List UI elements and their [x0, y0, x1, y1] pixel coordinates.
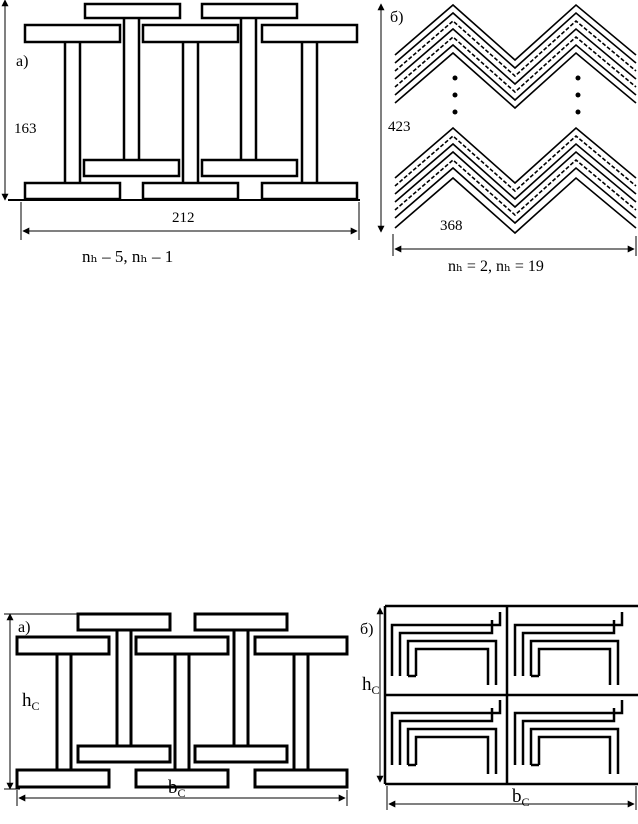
flange: [141, 181, 240, 201]
flange: [260, 23, 359, 44]
flange: [253, 635, 349, 656]
flange: [15, 635, 111, 656]
flange: [82, 158, 181, 178]
width-symbol-label: bC: [512, 786, 530, 809]
width-symbol-label: bC: [168, 777, 186, 800]
top-right-chevron-diagram: [394, 3, 637, 235]
height-value-label: 163: [14, 121, 37, 137]
height-symbol-label: hC: [362, 674, 380, 697]
panel-label-b: б): [390, 9, 403, 26]
flange: [200, 158, 299, 178]
flange: [193, 744, 289, 764]
bottom-right-dimensions: [376, 607, 637, 810]
width-value-label: 368: [440, 218, 463, 234]
top-right-dimensions: [377, 3, 637, 256]
bottom-right-channel-diagram: [383, 604, 638, 786]
bottom-left-ibeam-diagram: [15, 612, 349, 789]
continuation-dots: [452, 75, 581, 115]
panel-label-b: б): [360, 621, 373, 638]
top-left-ibeam-diagram: [8, 2, 360, 201]
width-value-label: 212: [172, 210, 195, 226]
height-value-label: 423: [388, 119, 411, 135]
flange: [200, 2, 299, 20]
flange: [134, 768, 230, 789]
top-left-dimensions: [1, 0, 360, 240]
height-symbol-label: hC: [22, 690, 40, 713]
flange: [141, 23, 240, 44]
flange: [134, 635, 230, 656]
panel-label-a: а): [18, 619, 30, 636]
flange: [193, 612, 289, 632]
top-left-caption: nₕ – 5, nₕ – 1: [82, 247, 173, 266]
flange: [23, 23, 122, 44]
flange: [76, 744, 172, 764]
bottom-left-dimensions: [4, 613, 348, 806]
flange: [253, 768, 349, 789]
flange: [76, 612, 172, 632]
flange: [23, 181, 122, 201]
flange: [83, 2, 182, 20]
panel-label-a: а): [16, 53, 28, 70]
flange: [260, 181, 359, 201]
flange: [15, 768, 111, 789]
top-right-caption: nₕ = 2, nₕ = 19: [448, 258, 544, 275]
